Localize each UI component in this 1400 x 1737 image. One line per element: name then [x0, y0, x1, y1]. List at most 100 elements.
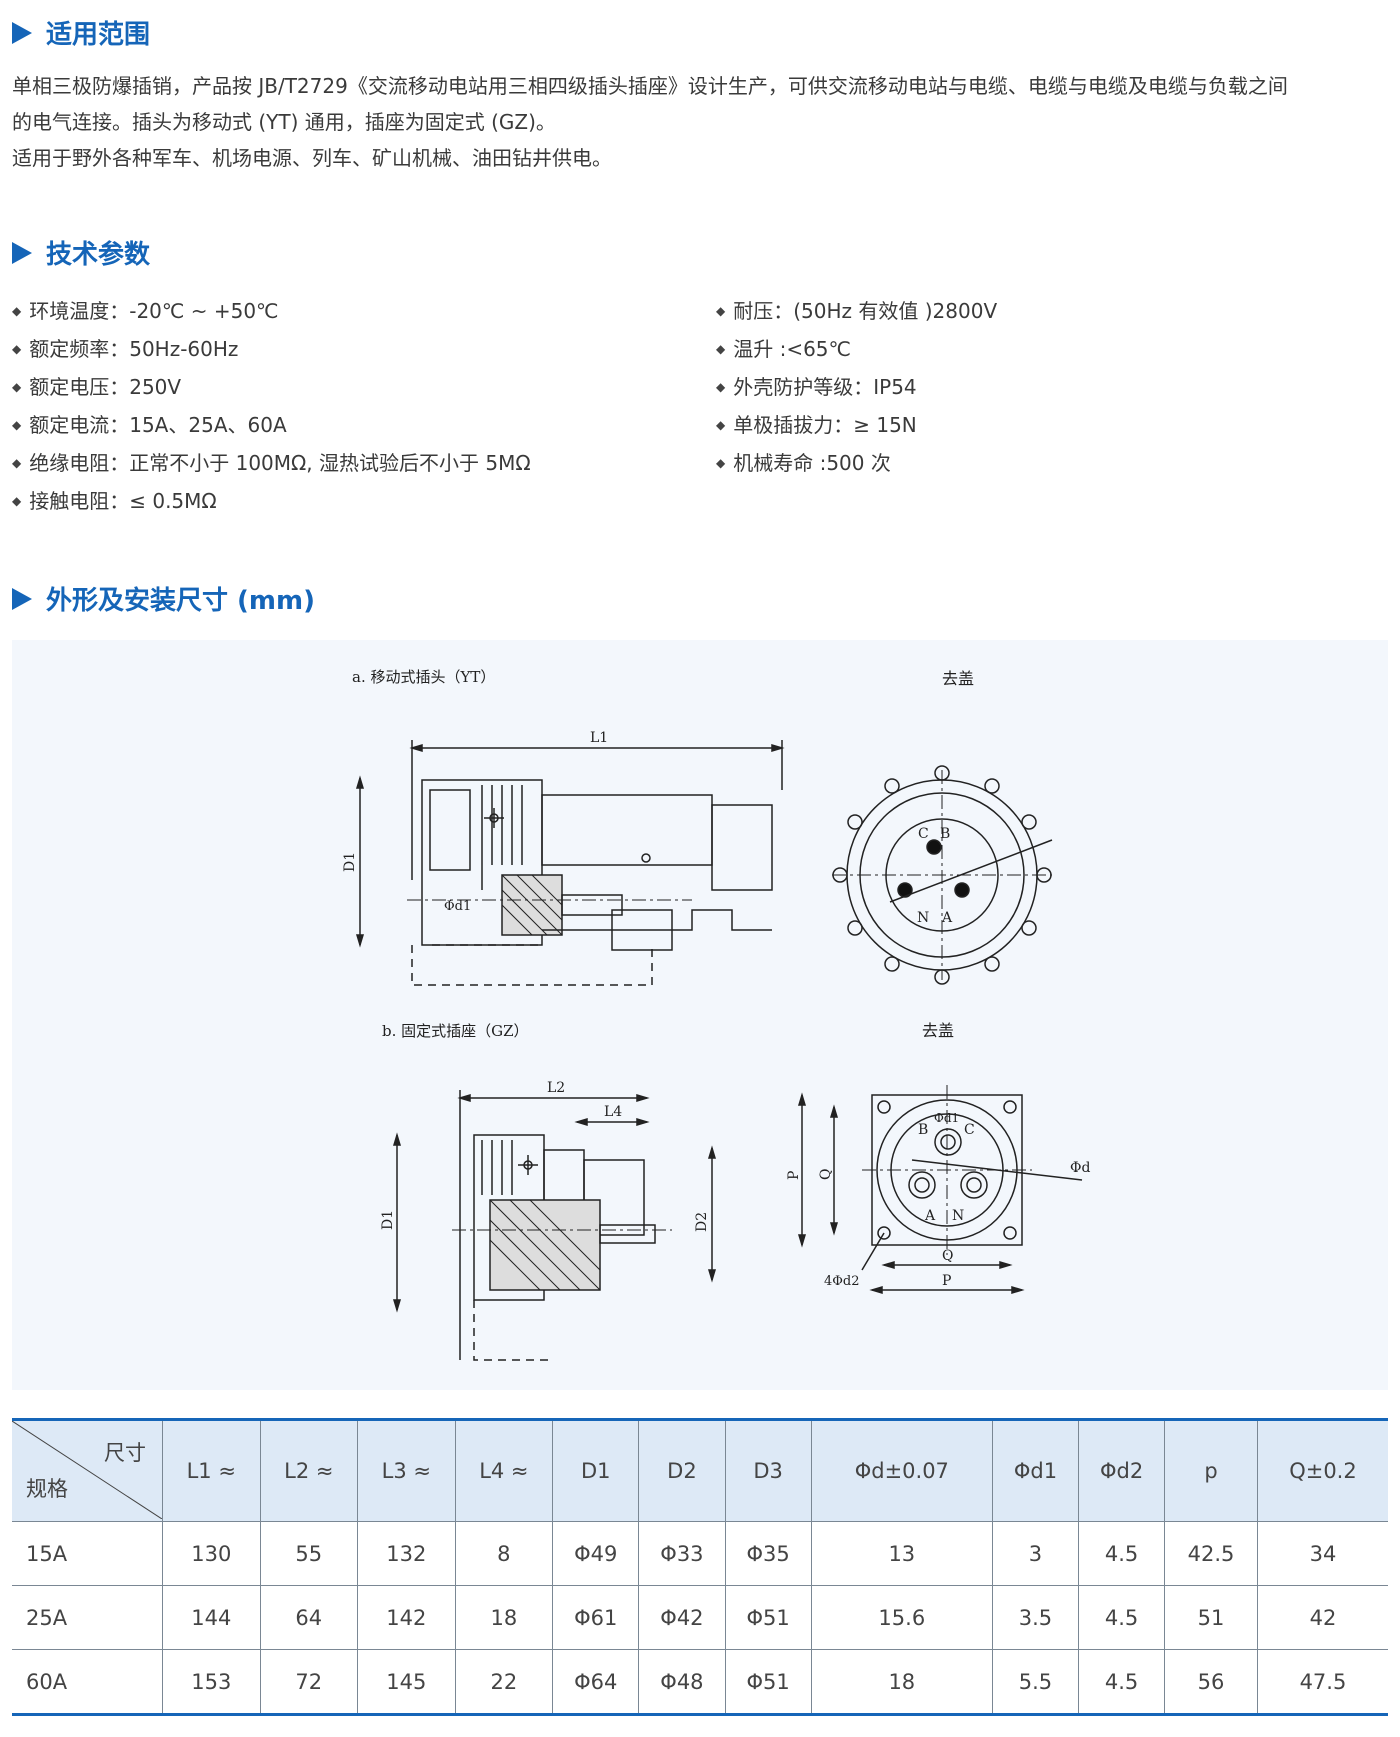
- table-cell: 34: [1256, 1521, 1388, 1586]
- table-cell: 42: [1256, 1585, 1388, 1650]
- column-header: D3: [724, 1419, 812, 1522]
- param-item: ◆接触电阻：≤ 0.5MΩ: [12, 482, 531, 520]
- section-title-dimensions: 外形及安装尺寸 (mm): [12, 580, 315, 617]
- table-cell: 64: [259, 1585, 358, 1650]
- table-cell: Φ35: [724, 1521, 812, 1586]
- drawing-b-cover-label: 去盖: [922, 1021, 954, 1040]
- row-spec: 60A: [26, 1669, 68, 1694]
- params-left-list: ◆环境温度：-20℃ ~ +50℃ ◆额定频率：50Hz-60Hz ◆额定电压：…: [12, 292, 531, 520]
- table-cell: Φ33: [638, 1521, 726, 1586]
- scope-line-3: 适用于野外各种军车、机场电源、列车、矿山机械、油田钻井供电。: [12, 146, 612, 170]
- table-cell: 18: [810, 1649, 993, 1715]
- table-cell: 132: [357, 1521, 456, 1586]
- table-cell: 13: [810, 1521, 993, 1586]
- dim-label-Q-vertical: Q: [818, 1169, 834, 1180]
- table-cell: 144: [162, 1585, 261, 1650]
- scope-line-1: 单相三极防爆插销，产品按 JB/T2729《交流移动电站用三相四级插头插座》设计…: [12, 74, 1288, 98]
- plug-knurl-bumps: [832, 765, 1052, 985]
- column-header: L4 ≈: [454, 1419, 553, 1522]
- column-header: Φd1: [991, 1419, 1079, 1522]
- diamond-bullet-icon: ◆: [12, 380, 22, 394]
- triangle-bullet-icon: [12, 587, 32, 610]
- param-item: ◆绝缘电阻：正常不小于 100MΩ, 湿热试验后不小于 5MΩ: [12, 444, 531, 482]
- table-cell: 4.5: [1078, 1521, 1165, 1586]
- table-cell: 153: [162, 1649, 261, 1715]
- dim-label-4-phi-d2: 4Φd2: [824, 1274, 860, 1289]
- table-cell: 72: [259, 1649, 358, 1715]
- table-cell: 18: [454, 1585, 553, 1650]
- drawing-b-title: b. 固定式插座（GZ）: [382, 1022, 529, 1040]
- pin-label-C-socket: C: [964, 1122, 975, 1138]
- table-cell: Φ51: [724, 1585, 812, 1650]
- column-header: L2 ≈: [259, 1419, 358, 1522]
- pin-label-B-socket: B: [918, 1122, 928, 1138]
- technical-drawing: a. 移动式插头（YT） 去盖 b. 固定式插座（GZ） 去盖 L1 D1: [342, 668, 1090, 1361]
- table-cell: 51: [1164, 1585, 1258, 1650]
- pin-label-N-plug: N: [917, 910, 929, 926]
- table-cell: 3.5: [991, 1585, 1079, 1650]
- pin-label-A-plug: A: [941, 910, 953, 926]
- table-cell: 142: [357, 1585, 456, 1650]
- table-cell: Φ51: [724, 1649, 812, 1715]
- diamond-bullet-icon: ◆: [12, 342, 22, 356]
- table-cell: Φ49: [552, 1521, 639, 1586]
- table-cell: Φ48: [638, 1649, 726, 1715]
- scope-text: 单相三极防爆插销，产品按 JB/T2729《交流移动电站用三相四级插头插座》设计…: [12, 68, 1388, 176]
- dim-label-L4: L4: [604, 1104, 622, 1120]
- diamond-bullet-icon: ◆: [716, 456, 726, 470]
- triangle-bullet-icon: [12, 21, 32, 44]
- table-cell: 15.6: [810, 1585, 993, 1650]
- socket-side-view: L2 L4 D1 D2: [380, 1080, 717, 1361]
- table-cell: Φ61: [552, 1585, 639, 1650]
- diamond-bullet-icon: ◆: [12, 304, 22, 318]
- dim-label-P-horizontal: P: [942, 1273, 951, 1289]
- column-header: Φd±0.07: [810, 1419, 993, 1522]
- table-cell: 42.5: [1164, 1521, 1258, 1586]
- table-cell: 55: [259, 1521, 358, 1586]
- triangle-bullet-icon: [12, 241, 32, 264]
- corner-label-spec: 规格: [26, 1477, 68, 1501]
- param-item: ◆环境温度：-20℃ ~ +50℃: [12, 292, 531, 330]
- column-header: Φd2: [1078, 1419, 1165, 1522]
- diamond-bullet-icon: ◆: [12, 494, 22, 508]
- plug-side-view: L1 D1 Φd1: [342, 730, 785, 986]
- dim-label-Q-horizontal: Q: [942, 1248, 953, 1264]
- row-spec: 25A: [12, 1585, 163, 1650]
- dim-label-D1-socket: D1: [380, 1210, 396, 1230]
- param-item: ◆单极插拔力：≥ 15N: [716, 406, 997, 444]
- table-row: 60A 153 72 145 22 Φ64 Φ48 Φ51 18 5.5 4.5…: [12, 1649, 1388, 1715]
- dim-label-D1-plug: D1: [342, 852, 358, 872]
- column-header: D2: [638, 1419, 726, 1522]
- dim-label-phi-d: Φd: [1070, 1160, 1090, 1176]
- params-right-list: ◆耐压：(50Hz 有效值 )2800V ◆温升 :<65℃ ◆外壳防护等级：I…: [716, 292, 997, 482]
- dim-label-D2: D2: [694, 1212, 710, 1232]
- table-cell: 4.5: [1078, 1585, 1165, 1650]
- pin-label-B-plug: B: [940, 826, 950, 842]
- table-cell: 56: [1164, 1649, 1258, 1715]
- table-cell: 22: [454, 1649, 553, 1715]
- table-cell: 4.5: [1078, 1649, 1165, 1715]
- column-header: Q±0.2: [1256, 1419, 1388, 1522]
- param-item: ◆额定电压：250V: [12, 368, 531, 406]
- technical-drawing-panel: a. 移动式插头（YT） 去盖 b. 固定式插座（GZ） 去盖 L1 D1: [12, 640, 1388, 1390]
- pin-label-N-socket: N: [952, 1208, 964, 1224]
- diamond-bullet-icon: ◆: [716, 342, 726, 356]
- diamond-bullet-icon: ◆: [716, 380, 726, 394]
- table-header-row: 尺寸 规格 L1 ≈ L2 ≈ L3 ≈ L4 ≈ D1 D2 D3 Φd±0.…: [12, 1419, 1388, 1522]
- dim-label-phi-d1-plug: Φd1: [444, 899, 471, 914]
- scope-line-2: 的电气连接。插头为移动式 (YT) 通用，插座为固定式 (GZ)。: [12, 110, 556, 134]
- table-cell: 5.5: [991, 1649, 1079, 1715]
- table-cell: Φ64: [552, 1649, 639, 1715]
- section-title-scope: 适用范围: [12, 14, 150, 51]
- dim-label-L2: L2: [547, 1080, 565, 1096]
- plug-front-view: C B N A: [832, 765, 1053, 985]
- table-corner-header: 尺寸 规格: [12, 1419, 163, 1522]
- table-cell: 145: [357, 1649, 456, 1715]
- diamond-bullet-icon: ◆: [716, 418, 726, 432]
- table-cell: 47.5: [1256, 1649, 1388, 1715]
- param-item: ◆外壳防护等级：IP54: [716, 368, 997, 406]
- column-header: D1: [552, 1419, 639, 1522]
- table-row: 15A 130 55 132 8 Φ49 Φ33 Φ35 13 3 4.5 42…: [12, 1521, 1388, 1586]
- param-item: ◆额定频率：50Hz-60Hz: [12, 330, 531, 368]
- socket-front-view: Φd Φd1 B C A N P Q Q P 4Φd2: [786, 1085, 1090, 1295]
